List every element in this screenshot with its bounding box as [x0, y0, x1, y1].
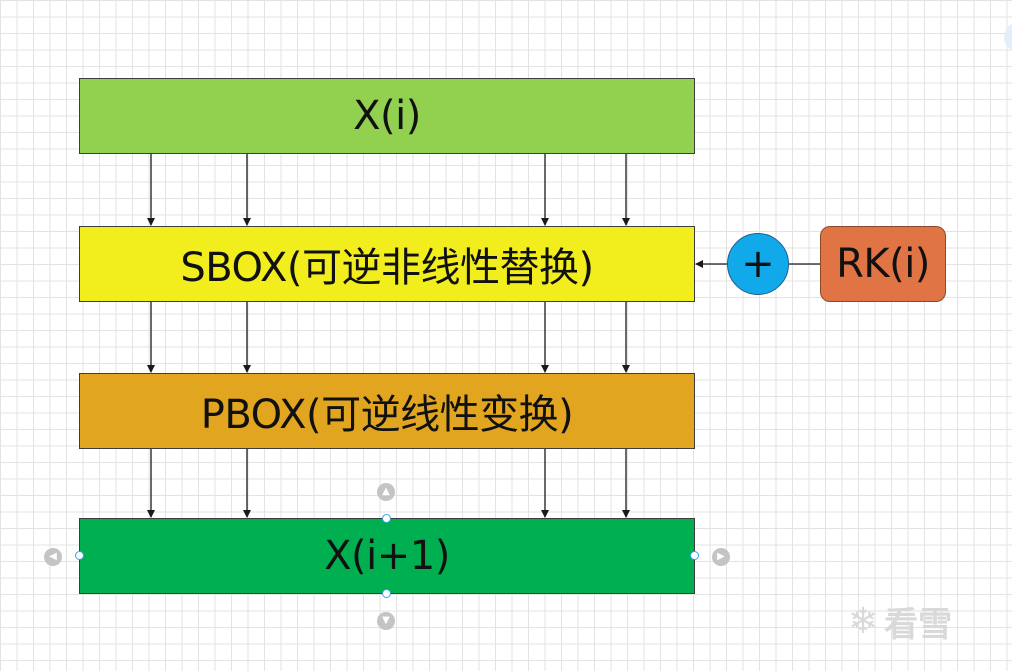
- resize-handle-top[interactable]: [382, 514, 391, 523]
- expand-left-icon[interactable]: ◀: [44, 548, 62, 566]
- block-round-key[interactable]: RK(i): [820, 226, 946, 302]
- resize-handle-left[interactable]: [75, 551, 84, 560]
- xor-symbol: +: [741, 241, 775, 287]
- expand-down-icon[interactable]: ▼: [377, 612, 395, 630]
- expand-right-icon[interactable]: ▶: [712, 548, 730, 566]
- block-x-i-plus-1[interactable]: X(i+1): [79, 518, 695, 594]
- block-pbox-label: PBOX(可逆线性变换): [200, 392, 574, 438]
- block-x-i[interactable]: X(i): [79, 78, 695, 154]
- block-round-key-label: RK(i): [836, 241, 930, 287]
- block-pbox[interactable]: PBOX(可逆线性变换): [79, 373, 695, 449]
- block-sbox-label: SBOX(可逆非线性替换): [180, 245, 594, 291]
- block-x-i-label: X(i): [353, 93, 421, 139]
- resize-handle-bottom[interactable]: [382, 589, 391, 598]
- snowflake-icon: ❄: [848, 601, 879, 642]
- resize-handle-right[interactable]: [690, 551, 699, 560]
- watermark: ❄ 看雪: [848, 597, 952, 646]
- xor-node[interactable]: +: [727, 233, 789, 295]
- block-x-i-plus-1-label: X(i+1): [324, 533, 450, 579]
- block-sbox[interactable]: SBOX(可逆非线性替换): [79, 226, 695, 302]
- expand-up-icon[interactable]: ▲: [377, 483, 395, 501]
- watermark-text: 看雪: [884, 605, 953, 645]
- corner-decoration: [1004, 22, 1012, 52]
